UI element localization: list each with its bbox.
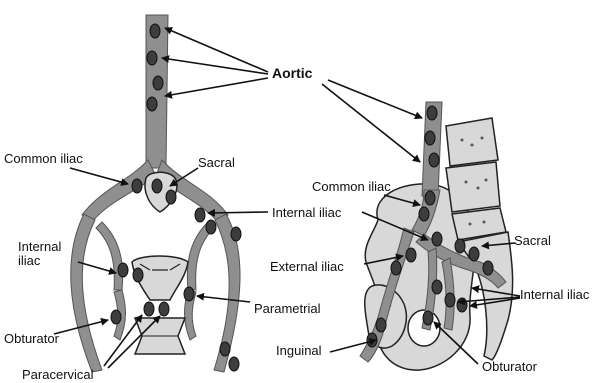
inguinal-node — [229, 357, 239, 371]
internal-iliac-node — [133, 268, 143, 282]
internal-iliac-node — [445, 293, 455, 307]
aortic-node — [147, 97, 157, 111]
aortic-label: Aortic — [272, 66, 312, 80]
external-iliac-node — [391, 261, 401, 275]
common-iliac-label-left: Common iliac — [4, 152, 83, 166]
internal-iliac-node — [195, 208, 205, 222]
paracervical-node — [159, 302, 169, 316]
sacral-node — [455, 239, 465, 253]
sacral-node — [483, 261, 493, 275]
sacral-label-right: Sacral — [514, 234, 551, 248]
obturator-label-left: Obturator — [4, 332, 59, 346]
obturator-node — [111, 310, 121, 324]
common-iliac-node — [419, 207, 429, 221]
inguinal-label: Inguinal — [276, 344, 322, 358]
external-iliac-label: External iliac — [270, 260, 344, 274]
obturator-label-right: Obturator — [482, 360, 537, 374]
internal-iliac-node — [118, 263, 128, 277]
aortic-node — [427, 106, 437, 120]
sacral-node — [166, 190, 176, 204]
paracervical-label: Paracervical — [22, 368, 94, 382]
internal-iliac-label-center: Internal iliac — [272, 206, 341, 220]
aortic-node — [153, 76, 163, 90]
internal-iliac-node — [432, 232, 442, 246]
paracervical-node — [144, 302, 154, 316]
inguinal-node — [376, 318, 386, 332]
aortic-node — [425, 131, 435, 145]
common-iliac-label-right: Common iliac — [312, 180, 391, 194]
common-iliac-node — [132, 179, 142, 193]
internal-iliac-left — [96, 222, 123, 290]
aortic-node — [147, 51, 157, 65]
vertebra-2 — [446, 162, 500, 212]
common-iliac-node — [425, 191, 435, 205]
internal-iliac-label-left-1: Internal — [18, 240, 61, 254]
vertebra-1 — [446, 118, 498, 166]
internal-iliac-node — [457, 298, 467, 312]
internal-iliac-label-left-2: iliac — [18, 254, 40, 268]
internal-iliac-node — [206, 220, 216, 234]
sacral-node — [469, 247, 479, 261]
aortic-node — [150, 24, 160, 38]
lateral-view — [360, 102, 513, 370]
aortic-node — [429, 153, 439, 167]
external-iliac-left — [71, 214, 102, 372]
parametrial-label: Parametrial — [254, 302, 320, 316]
internal-iliac-label-right: Internal iliac — [520, 288, 589, 302]
obturator-node — [423, 311, 433, 325]
inguinal-node — [220, 342, 230, 356]
external-iliac-node — [406, 248, 416, 262]
obturator-node — [432, 280, 442, 294]
sacral-label-left: Sacral — [198, 156, 235, 170]
sacral-node — [152, 179, 162, 193]
internal-iliac-node — [231, 227, 241, 241]
parametrial-node — [184, 287, 194, 301]
frontal-view — [71, 15, 241, 372]
